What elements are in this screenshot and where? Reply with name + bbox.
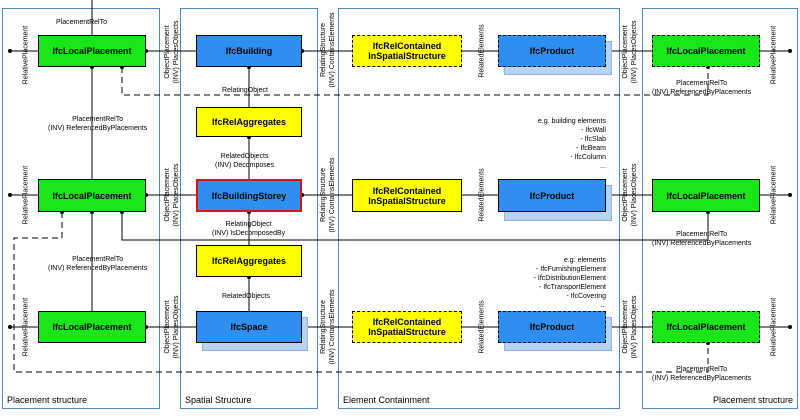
object-placement-label: ObjectPlacement(INV) PlacesObjects	[164, 163, 180, 227]
product-box[interactable]: IfcProduct	[498, 179, 606, 212]
panel-element-containment: Element Containment	[338, 8, 620, 409]
related-objects-label: RelatedObjects(INV) Decomposes	[215, 153, 275, 169]
relating-structure-label: RelatingStructure(INV) ContainsElements	[320, 12, 336, 88]
panel-spatial-structure: Spatial Structure	[180, 8, 318, 409]
placement-rel-to-label: PlacementRelTo	[56, 19, 107, 26]
local-placement-box[interactable]: IfcLocalPlacement	[652, 35, 760, 67]
space-box[interactable]: IfcSpace	[196, 311, 302, 343]
related-elements-label: RelatedElements	[478, 168, 486, 222]
relative-placement-label: RelativePlacement	[770, 165, 778, 225]
elements-note: e.g. elements - IfcFurnishingElement - I…	[533, 257, 606, 309]
relative-placement-label: RelativePlacement	[22, 165, 30, 225]
object-placement-label: ObjectPlacement(INV) PlacesObjects	[164, 295, 180, 359]
panel-title-placement-left: Placement structure	[7, 395, 88, 405]
object-placement-label: ObjectPlacement(INV) PlacesObjects	[622, 295, 638, 359]
product-box[interactable]: IfcProduct	[498, 311, 606, 343]
panel-title-containment: Element Containment	[343, 395, 430, 405]
relative-placement-label: RelativePlacement	[770, 297, 778, 357]
placement-ref-label: PlacementRelTo(INV) ReferencedByPlacemen…	[652, 366, 752, 382]
relative-placement-label: RelativePlacement	[770, 25, 778, 85]
local-placement-box[interactable]: IfcLocalPlacement	[652, 311, 760, 343]
placement-ref-label: PlacementRelTo(INV) ReferencedByPlacemen…	[48, 256, 148, 272]
local-placement-box[interactable]: IfcLocalPlacement	[38, 311, 146, 343]
placement-ref-label: PlacementRelTo(INV) ReferencedByPlacemen…	[652, 80, 752, 96]
relating-structure-label: RelatingStructure(INV) ContainsElements	[320, 157, 336, 233]
placement-ref-label: PlacementRelTo(INV) ReferencedByPlacemen…	[48, 116, 148, 132]
placement-ref-label: PlacementRelTo(INV) ReferencedByPlacemen…	[652, 231, 752, 247]
panel-title-placement-right: Placement structure	[712, 395, 793, 405]
related-elements-label: RelatedElements	[478, 300, 486, 354]
rel-aggregates-box[interactable]: IfcRelAggregates	[196, 107, 302, 137]
local-placement-box[interactable]: IfcLocalPlacement	[38, 35, 146, 67]
relating-object-label: RelatingObject(INV) IsDecomposedBy	[212, 221, 286, 237]
building-box[interactable]: IfcBuilding	[196, 35, 302, 67]
building-storey-box[interactable]: IfcBuildingStorey	[196, 179, 302, 212]
object-placement-label: ObjectPlacement(INV) PlacesObjects	[622, 20, 638, 84]
panel-placement-right: Placement structure	[642, 8, 798, 409]
object-placement-label: ObjectPlacement(INV) PlacesObjects	[622, 163, 638, 227]
panel-title-spatial: Spatial Structure	[185, 395, 252, 405]
local-placement-box[interactable]: IfcLocalPlacement	[38, 179, 146, 212]
related-objects-label: RelatedObjects	[222, 293, 270, 300]
relative-placement-label: RelativePlacement	[22, 25, 30, 85]
relating-object-label: RelatingObject	[222, 87, 268, 94]
relative-placement-label: RelativePlacement	[22, 297, 30, 357]
rel-aggregates-box[interactable]: IfcRelAggregates	[196, 245, 302, 277]
related-elements-label: RelatedElements	[478, 24, 486, 78]
relating-structure-label: RelatingStructure(INV) ContainsElements	[320, 289, 336, 365]
local-placement-box[interactable]: IfcLocalPlacement	[652, 179, 760, 212]
building-elements-note: e.g. building elements - IfcWall - IfcSl…	[537, 118, 606, 170]
panel-placement-left: Placement structure	[2, 8, 160, 409]
product-box[interactable]: IfcProduct	[498, 35, 606, 67]
object-placement-label: ObjectPlacement(INV) PlacesObjects	[164, 20, 180, 84]
